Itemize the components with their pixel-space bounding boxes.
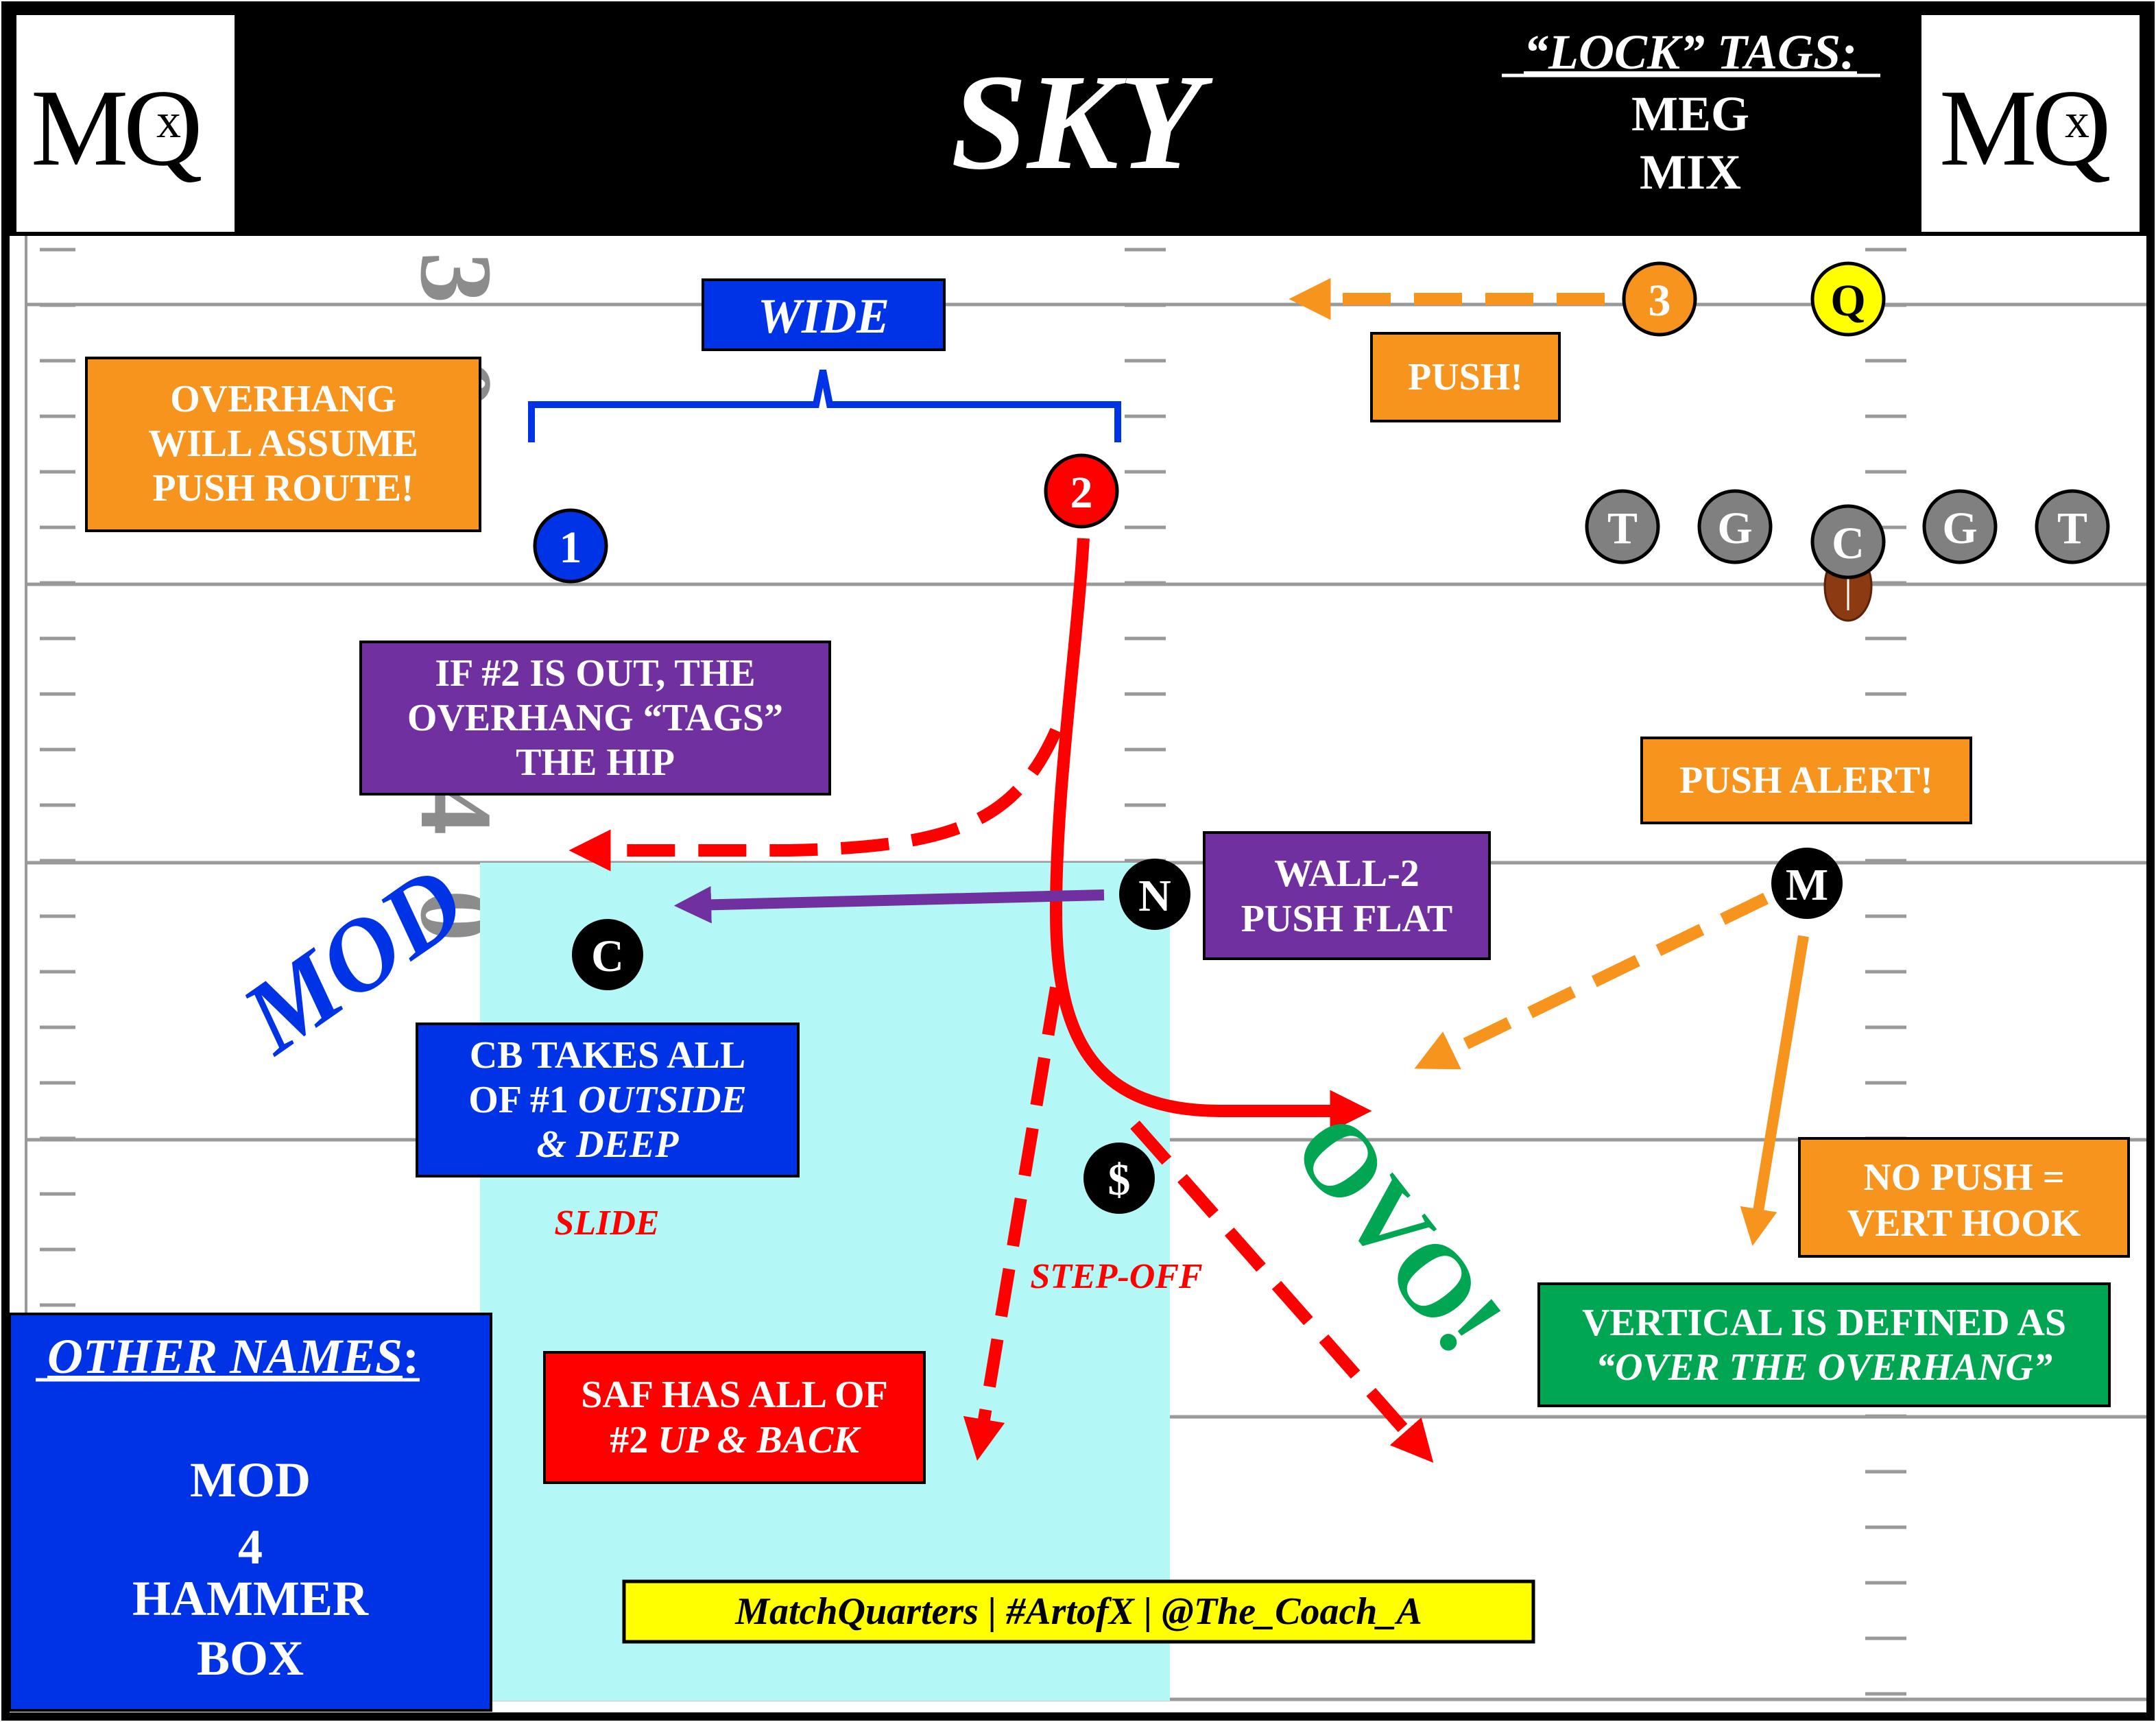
mike-defender: M [1771,848,1843,919]
if2-note-line: IF #2 IS OUT, THE [435,652,755,695]
svg-text:3: 3 [1649,276,1671,326]
receiver-2: 2 [1044,453,1119,529]
push-note-text: PUSH! [1408,356,1523,398]
saf-note [543,1351,926,1484]
logo-left-q: Q [123,67,203,189]
right-tackle: T [2035,489,2110,564]
wide-label-box [702,278,946,351]
cb-note-line: CB TAKES ALL [470,1034,746,1077]
logo-right-box [1921,15,2140,232]
mike-push-route [1414,892,1769,1070]
slide-label: SLIDE [554,1204,659,1243]
wall2-note [1203,831,1491,960]
left-guard: G [1697,489,1773,564]
mike-vert-hook-route [1740,935,1809,1246]
no-push-note-line: NO PUSH = [1863,1156,2064,1199]
logo-right-q: Q [2032,67,2111,189]
logo-right: M Q x [1939,67,2111,189]
wide-bracket [528,370,1121,442]
saf-note-line: SAF HAS ALL OF [581,1374,888,1416]
overhang-note [85,357,481,532]
center: C [1810,504,1886,579]
if2-note [359,641,831,796]
receiver-3: 3 [1622,261,1697,337]
overhang-note-line: WILL ASSUME [148,422,418,465]
svg-text:G: G [1717,503,1752,553]
push-note [1370,332,1561,422]
overhang-note-line: PUSH ROUTE! [152,467,414,510]
corner-defender: C [572,919,643,990]
push-alert-note [1640,737,1972,824]
other-name: 4 [238,1520,263,1575]
saf-note-line: #2 UP & BACK [610,1419,861,1461]
yard-number: 3 [399,252,513,304]
svg-text:Q: Q [1830,276,1865,326]
svg-text:2: 2 [1070,468,1093,518]
logo-left-x: x [156,93,181,148]
logo-left-box [16,15,235,232]
credit-box [622,1579,1535,1644]
svg-text:N: N [1138,871,1171,921]
receiver2-route [1049,538,1372,1132]
logo-left-m: M [31,67,128,189]
other-names-title: OTHER NAMES: [47,1329,419,1384]
logo-left: M Q x [31,67,203,189]
safety-step-off-route [963,986,1062,1461]
cb-note-line: & DEEP [537,1123,680,1166]
if2-note-line: OVERHANG “TAGS” [407,697,783,739]
vertical-note-line: “OVER THE OVERHANG” [1596,1346,2052,1389]
svg-text:G: G [1942,503,1977,553]
wall2-note-line: WALL-2 [1274,852,1420,895]
logo-right-x: x [2065,93,2089,148]
svg-text:T: T [1607,503,1638,553]
ovo-route [1130,1121,1434,1463]
svg-text:C: C [591,931,624,981]
cb-note-line: OF #1 OUTSIDE [468,1079,747,1121]
vertical-note [1537,1282,2111,1407]
svg-text:1: 1 [560,523,582,573]
if2-note-line: THE HIP [516,741,675,784]
lock-tag-meg: MEG [1631,86,1749,141]
lock-tag-mix: MIX [1640,145,1741,200]
vertical-note-line: VERTICAL IS DEFINED AS [1582,1302,2066,1344]
left-tackle: T [1585,489,1660,564]
right-guard: G [1922,489,1998,564]
safety-defender: $ [1083,1143,1155,1214]
other-name: HAMMER [132,1571,369,1626]
svg-text:M: M [1786,860,1828,910]
no-push-note-line: VERT HOOK [1847,1202,2081,1245]
page-title: SKY [951,47,1214,198]
header-bar [10,10,2146,236]
svg-text:T: T [2057,503,2087,553]
overhang-note-line: OVERHANG [170,378,396,420]
other-name: MOD [190,1452,311,1507]
receiver-1: 1 [533,508,608,584]
nickel-defender: N [1119,859,1190,930]
wall2-note-line: PUSH FLAT [1241,898,1453,940]
svg-text:C: C [1832,518,1865,569]
cb-note [416,1023,800,1177]
lock-tags-heading: “LOCK” TAGS: [1524,25,1857,80]
credit-text: MatchQuarters | #ArtofX | @The_Coach_A [734,1590,1422,1633]
logo-right-m: M [1939,67,2037,189]
wide-label: WIDE [758,289,889,344]
svg-text:$: $ [1108,1155,1131,1205]
overhang-tag-hip-route [568,728,1062,872]
other-name: BOX [197,1631,304,1686]
no-push-note [1798,1137,2130,1258]
quarterback: Q [1810,261,1886,337]
push-alert-text: PUSH ALERT! [1679,759,1933,802]
step-off-label: STEP-OFF [1030,1257,1202,1296]
nickel-wall-route [673,886,1105,924]
